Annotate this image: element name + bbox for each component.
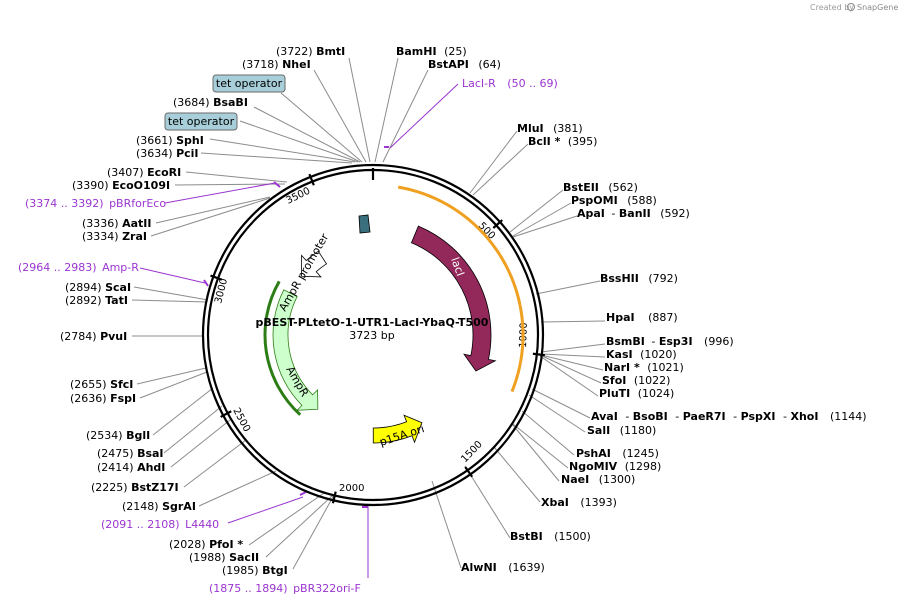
site-label: BsmBI - Esp3I (996): [606, 335, 734, 348]
site-labels-left: (3722) BmtI (3718) NheI (3684) BsaBI (36…: [60, 45, 345, 577]
site-label: ApaI - BanII (592): [577, 207, 690, 220]
tick-label-2000: 2000: [339, 483, 364, 494]
site-label: (2148) SgrAI: [122, 500, 196, 513]
tick-mark-1000: [532, 352, 545, 357]
site-label: SalI (1180): [587, 424, 656, 437]
site-label: HpaI (887): [606, 311, 678, 324]
laci-orf-arc: [397, 185, 525, 393]
primer-label: (1875 .. 1894) pBR322ori-F: [209, 582, 361, 595]
site-label: PspOMI (588): [571, 194, 657, 207]
operator-block: [358, 214, 371, 234]
site-label: (2414) AhdI: [97, 461, 165, 474]
site-label: (2655) SfcI: [70, 378, 133, 391]
primer-label: LacI-R (50 .. 69): [462, 77, 558, 90]
primer-label: (2091 .. 2108) L4440: [101, 518, 219, 531]
site-label: (1985) BtgI: [222, 564, 288, 577]
tet-operator-label: tet operator: [168, 115, 235, 128]
site-label: BstAPI (64): [428, 58, 501, 71]
backbone-outer: [201, 163, 545, 507]
laci-label: lacI: [448, 256, 467, 278]
tick-marks: [210, 173, 545, 504]
site-label: BamHI (25): [396, 45, 467, 58]
tick-mark-2500: [220, 410, 232, 418]
site-label: (3722) BmtI: [276, 45, 345, 58]
site-label: NaeI (1300): [561, 473, 635, 486]
site-label: (3684) BsaBI: [173, 96, 248, 109]
site-label: AvaI - BsoBI - PaeR7I - PspXI - XhoI (11…: [591, 410, 867, 423]
site-label: (1988) SacII: [189, 551, 259, 564]
primer-label: (3374 .. 3392) pBRforEco: [25, 197, 166, 210]
site-label: (2894) ScaI: [65, 281, 131, 294]
site-label: (3336) AatII: [82, 217, 151, 230]
primer-markers: [203, 146, 389, 508]
site-label: (2784) PvuI: [60, 330, 127, 343]
tick-mark-500: [492, 219, 503, 229]
leader-lines: [131, 57, 606, 570]
plasmid-size: 3723 bp: [349, 329, 394, 342]
site-label: (2028) PfoI *: [169, 538, 243, 551]
tick-mark-3000: [210, 274, 223, 281]
tick-mark-1500: [464, 466, 474, 478]
credit-prefix: Created by: [810, 3, 854, 12]
site-label: NgoMIV (1298): [569, 460, 661, 473]
site-label: (3390) EcoO109I: [72, 179, 170, 192]
site-label: XbaI (1393): [541, 496, 617, 509]
tet-operator-2: tet operator: [164, 112, 238, 131]
ampr-promoter-label: AmpR promoter: [276, 231, 331, 314]
primer-label: (2964 .. 2983) Amp-R: [18, 261, 139, 274]
snapgene-logo-icon: [847, 3, 855, 11]
tet-operator-1: tet operator: [212, 74, 286, 93]
laci-feature: [410, 225, 497, 372]
site-label: (2636) FspI: [70, 392, 136, 405]
site-label: BssHII (792): [600, 272, 678, 285]
ampr-promoter-feature: [301, 250, 328, 278]
primer-leaders: [139, 83, 459, 578]
credit-brand: SnapGene: [857, 3, 898, 12]
site-label: PluTI (1024): [599, 387, 674, 400]
site-label: BclI * (395): [528, 135, 597, 148]
site-label: (2892) TatI: [65, 294, 128, 307]
site-label: (3718) NheI: [242, 58, 311, 71]
site-label: BstBI (1500): [510, 530, 591, 543]
site-label: (3661) SphI: [136, 134, 204, 147]
ampr-feature: [272, 289, 319, 411]
site-label: SfoI (1022): [602, 374, 670, 387]
site-label: PshAI (1245): [576, 447, 659, 460]
site-label: BstEII (562): [563, 181, 638, 194]
plasmid-name: pBEST-PLtetO-1-UTR1-LacI-YbaQ-T500: [256, 316, 489, 329]
tick-mark-2000: [331, 491, 337, 504]
site-label: (2225) BstZ17I: [91, 481, 179, 494]
site-label: (3634) PciI: [136, 147, 199, 160]
site-label: KasI (1020): [606, 348, 677, 361]
site-label: (2534) BglI: [86, 429, 150, 442]
ampr-orf-arc: [263, 280, 302, 416]
site-label: MluI (381): [517, 122, 583, 135]
site-label: (3407) EcoRI: [107, 166, 181, 179]
site-label: NarI * (1021): [604, 361, 684, 374]
site-labels-right: BamHI (25) BstAPI (64) MluI (381) BclI *…: [396, 45, 867, 574]
p15a-ori-feature: [372, 414, 423, 444]
site-label: AlwNI (1639): [461, 561, 545, 574]
site-label: (3334) ZraI: [82, 230, 147, 243]
tick-mark-3500: [308, 173, 315, 186]
tet-operator-label: tet operator: [216, 77, 283, 90]
site-label: (2475) BsaI: [97, 447, 164, 460]
tick-label-2500: 2500: [230, 406, 252, 434]
primer-labels: LacI-R (50 .. 69) (3374 .. 3392) pBRforE…: [18, 77, 558, 595]
